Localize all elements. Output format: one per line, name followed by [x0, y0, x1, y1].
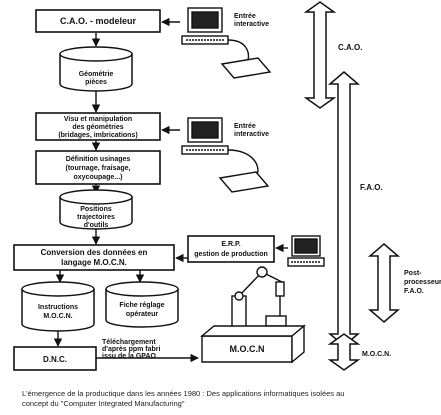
fao-scope-arrow: [327, 71, 361, 347]
definition-box: [35, 150, 161, 185]
definition-label-line3: oxycoupage...): [73, 174, 122, 181]
visu-label-line1: Visu et manipulation: [64, 116, 132, 123]
scope-mocn-label: M.O.C.N.: [362, 351, 391, 358]
conversion-label-line1: Conversion des données en: [41, 248, 148, 257]
computer-icon: [181, 7, 272, 79]
positions-label-line2: trajectoires: [77, 214, 115, 221]
erp-box: [187, 235, 275, 263]
scope-post-processeur-line3: F.A.O.: [404, 288, 424, 295]
geometrie-cylinder: [59, 46, 133, 92]
visu-box: [35, 112, 161, 141]
caption-line2: concept du "Computer Integrated Manufact…: [22, 399, 185, 408]
caption-line1: L'émergence de la productique dans les a…: [22, 389, 345, 398]
definition-label-line1: Définition usinages: [66, 156, 131, 163]
geometrie-label-line2: pièces: [85, 79, 107, 86]
telechargement-label-line3: issu de la GPAO: [102, 353, 156, 360]
fiche-reglage-cylinder: [105, 281, 179, 328]
entree-interactive-label-1-line2: interactive: [234, 21, 269, 28]
post-processeur-scope-arrow: [367, 243, 401, 323]
productique-diagram: C.A.O. - modeleur Visu et manipulation d…: [13, 1, 441, 371]
geometrie-label-line1: Géométrie: [79, 71, 114, 78]
definition-label-line2: (tournage, fraisage,: [66, 165, 131, 172]
telechargement-label-line2: d'après ppm fabri: [102, 346, 161, 353]
erp-label-line2: gestion de production: [194, 251, 268, 258]
visu-label-line2: des géométries: [72, 124, 123, 131]
visu-label-line3: (bridages, imbrications): [58, 132, 137, 139]
computer-icon: [181, 117, 270, 193]
scope-post-processeur-line1: Post-: [404, 270, 422, 277]
positions-label-line1: Positions: [80, 206, 112, 213]
entree-interactive-label-1-line1: Entrée: [234, 13, 256, 20]
fiche-label-line2: opérateur: [126, 311, 159, 318]
dnc-box: [13, 346, 97, 371]
cao-modeleur-box: [35, 9, 161, 33]
conversion-label-line2: langage M.O.C.N.: [61, 258, 127, 267]
dnc-label: D.N.C.: [43, 355, 67, 364]
cao-scope-arrow: [303, 1, 337, 109]
scope-cao-label: C.A.O.: [338, 43, 362, 52]
positions-cylinder: [59, 189, 133, 230]
cao-modeleur-label: C.A.O. - modeleur: [60, 16, 137, 26]
instructions-cylinder: [21, 281, 95, 332]
fiche-label-line1: Fiche réglage: [119, 302, 164, 309]
instructions-label-line2: M.O.C.N.: [43, 313, 72, 320]
entree-interactive-label-2-line1: Entrée: [234, 123, 256, 130]
robot-machine-icon: [200, 266, 306, 364]
instructions-label-line1: Instructions: [38, 304, 78, 311]
entree-interactive-label-2-line2: interactive: [234, 131, 269, 138]
computer-icon: [287, 235, 325, 267]
mocn-scope-arrow: [327, 333, 361, 371]
erp-label-line1: E.R.P.: [221, 241, 240, 248]
positions-label-line3: d'outils: [84, 222, 109, 229]
mocn-machine-label: M.O.C.N: [230, 344, 265, 354]
telechargement-label-line1: Téléchargement: [102, 339, 156, 346]
scope-post-processeur-line2: processeur: [404, 279, 441, 286]
conversion-box: [13, 244, 175, 271]
figure-caption: L'émergence de la productique dans les a…: [22, 389, 432, 409]
scope-fao-label: F.A.O.: [360, 183, 383, 192]
